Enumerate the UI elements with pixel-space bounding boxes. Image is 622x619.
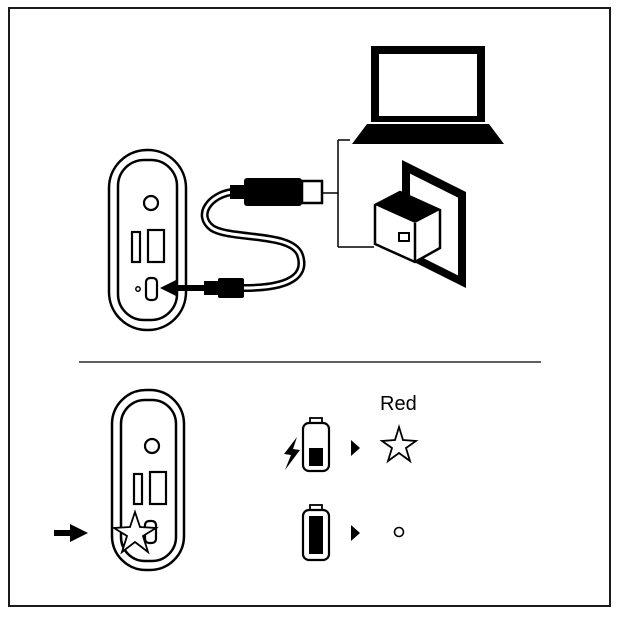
power-button-icon (142, 194, 160, 212)
triangle-icon (351, 525, 360, 541)
power-bank-bottom (110, 388, 186, 572)
diagram-frame (8, 7, 611, 607)
led-dot (135, 286, 141, 292)
usb-port-small (130, 230, 142, 264)
battery-full-icon (301, 504, 331, 562)
power-button-icon (143, 437, 161, 455)
led-lit-icon (111, 509, 159, 555)
battery-partial-icon (301, 417, 331, 473)
usbc-port (144, 276, 159, 302)
wall-adapter-icon (373, 160, 466, 288)
triangle-icon (351, 440, 360, 456)
led-lit-icon (379, 423, 419, 464)
arrow-icon (160, 279, 206, 297)
usb-port-large (148, 470, 168, 506)
led-off-icon (393, 526, 405, 538)
usb-port-large (146, 228, 166, 264)
usb-port-small (132, 472, 144, 506)
led-color-label: Red (380, 393, 417, 415)
connection-bracket (323, 139, 374, 248)
power-bank-top (107, 148, 188, 332)
lightning-icon (284, 437, 300, 470)
laptop-icon (352, 46, 504, 144)
arrow-icon (54, 524, 88, 542)
usb-cable-icon (200, 178, 324, 298)
